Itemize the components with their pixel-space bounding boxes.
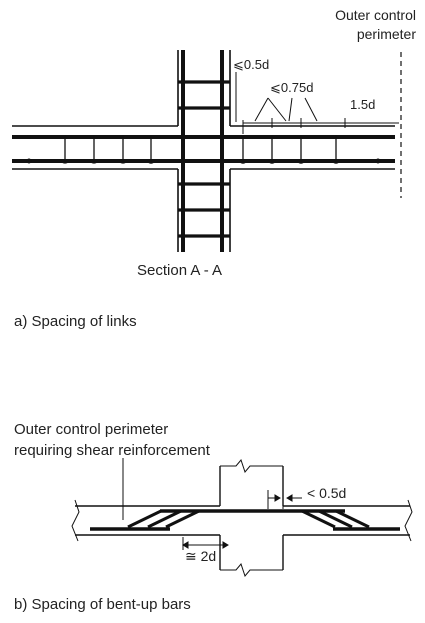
- dim-spacing-label: ≅ 2d: [185, 548, 217, 564]
- bar-dots: [26, 135, 381, 164]
- shear-links: [60, 135, 341, 164]
- dim-outer-perimeter: 1.5d: [350, 97, 376, 112]
- dim-link-spacing: ⩽0.75d: [270, 80, 314, 95]
- slab-b-break-left: [71, 499, 80, 542]
- column-ties: [178, 80, 230, 238]
- dimension-lines: [235, 72, 399, 134]
- dim-first-link: ⩽0.5d: [233, 57, 270, 72]
- label-line-1: Outer control perimeter: [14, 421, 169, 438]
- outer-control-perimeter-label-a: Outer control perimeter: [335, 6, 416, 44]
- section-label: Section A - A: [137, 262, 223, 279]
- label-line-2: requiring shear reinforcement: [14, 442, 210, 459]
- dim-column-face-label: < 0.5d: [307, 485, 347, 501]
- dim-b-spacing: [182, 537, 229, 550]
- caption-b: b) Spacing of bent-up bars: [14, 596, 191, 613]
- column-b-break-bottom: [220, 562, 283, 578]
- label-line-1: Outer control: [335, 7, 416, 23]
- label-line-2: perimeter: [356, 26, 416, 42]
- dim-b-column-face: [267, 490, 302, 509]
- bent-up-bars: [127, 509, 370, 529]
- caption-a: a) Spacing of links: [14, 313, 137, 330]
- slab-b-break-right: [404, 499, 413, 542]
- column-b-break-top: [220, 458, 283, 474]
- outer-control-perimeter-label-b: Outer control perimeter requiring shear …: [14, 419, 210, 461]
